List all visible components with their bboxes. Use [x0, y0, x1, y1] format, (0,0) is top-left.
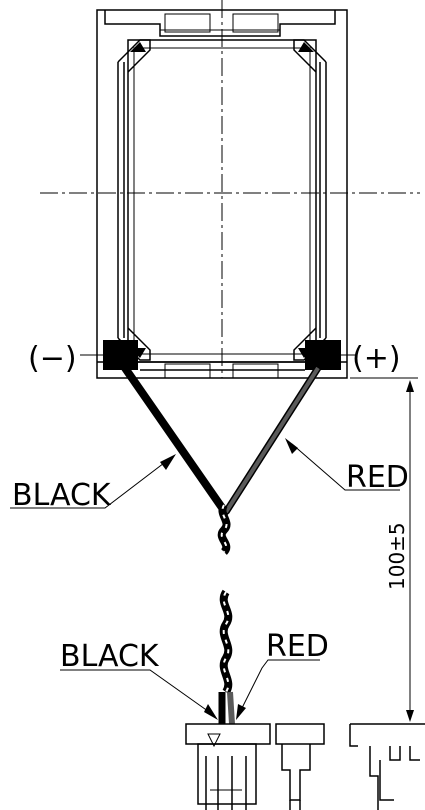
lower-wires — [218, 589, 235, 725]
negative-terminal — [103, 340, 138, 370]
center-lines — [40, 0, 420, 378]
red-wire-lower — [227, 691, 235, 725]
red-wire-label-lower: RED — [266, 629, 329, 664]
positive-polarity-label: (+) — [352, 341, 401, 376]
upper-wires — [121, 364, 321, 555]
positive-terminal — [305, 340, 341, 370]
holder-body — [96, 9, 348, 379]
terminals — [80, 340, 355, 370]
black-wire-label-upper: BLACK — [12, 478, 112, 513]
negative-polarity-label: (−) — [28, 341, 77, 376]
black-wire-upper — [121, 364, 229, 516]
red-wire-label-upper: RED — [346, 460, 409, 495]
lower-leaders — [60, 659, 320, 720]
connector — [185, 723, 425, 810]
length-dimension-label: 100±5 — [385, 522, 409, 590]
black-wire-label-lower: BLACK — [60, 639, 160, 674]
upper-leaders — [10, 438, 400, 509]
